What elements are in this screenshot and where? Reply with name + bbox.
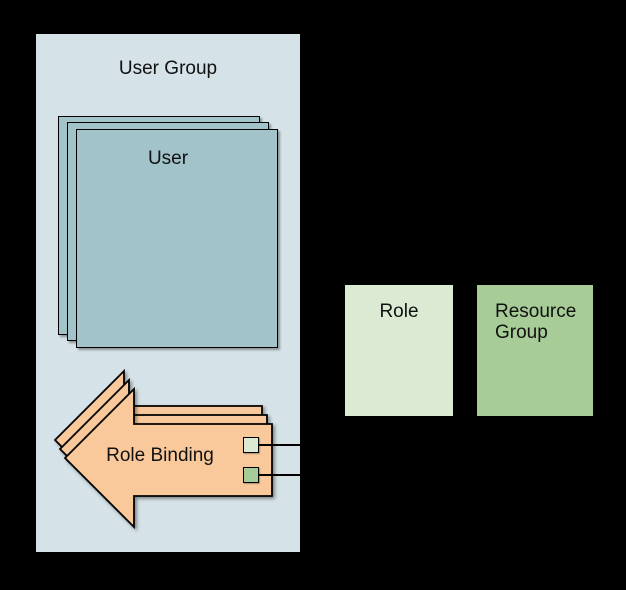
connector-to-role [250,444,400,446]
role-binding-label: Role Binding [106,445,214,466]
role-binding-arrow-front [63,386,273,530]
resource-group-box [477,285,593,416]
role-box [345,285,453,416]
role-binding-arrow-stack [53,368,273,530]
role-label: Role [379,301,419,322]
user-box-front [76,129,278,348]
user-label: User [147,148,189,169]
resource-group-label: Resource Group [495,301,577,343]
user-group-label: User Group [118,58,218,79]
role-port-square [243,437,259,453]
resource-group-port-square [243,467,259,483]
connector-to-resource-group [250,474,536,476]
